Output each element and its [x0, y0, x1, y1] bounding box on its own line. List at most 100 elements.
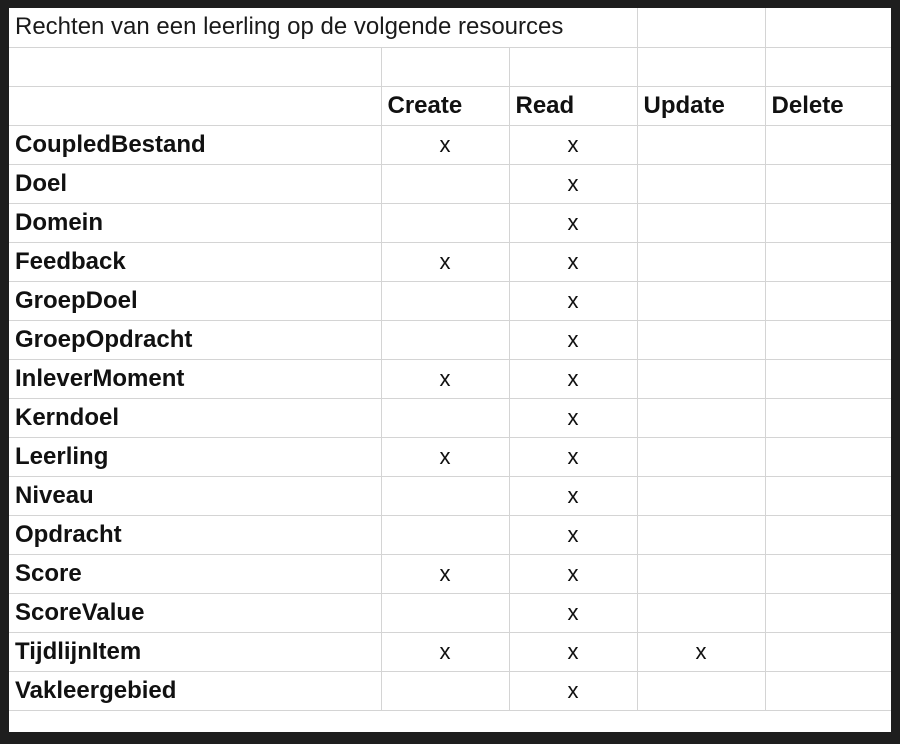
- permission-cell-update[interactable]: [637, 359, 766, 399]
- table-row: GroepOpdracht x: [9, 320, 891, 360]
- resource-name-cell[interactable]: ScoreValue: [9, 593, 382, 633]
- permission-cell-update[interactable]: [637, 203, 766, 243]
- resource-name-cell[interactable]: InleverMoment: [9, 359, 382, 399]
- permission-cell-read[interactable]: x: [509, 320, 638, 360]
- permission-cell-delete[interactable]: [765, 476, 891, 516]
- permission-cell-update[interactable]: [637, 515, 766, 555]
- permission-cell-update[interactable]: [637, 476, 766, 516]
- column-header-create[interactable]: Create: [381, 86, 510, 126]
- permission-cell-read[interactable]: x: [509, 671, 638, 711]
- permission-cell-create[interactable]: [381, 164, 510, 204]
- permission-cell-read[interactable]: x: [509, 125, 638, 165]
- permission-cell-create[interactable]: [381, 398, 510, 438]
- permission-cell-delete[interactable]: [765, 320, 891, 360]
- permission-cell-create[interactable]: [381, 593, 510, 633]
- permission-cell-read[interactable]: x: [509, 437, 638, 477]
- permission-cell-create[interactable]: x: [381, 125, 510, 165]
- permission-cell-create[interactable]: x: [381, 554, 510, 594]
- permission-cell-read[interactable]: x: [509, 242, 638, 282]
- permission-cell-delete[interactable]: [765, 593, 891, 633]
- permission-cell-read[interactable]: x: [509, 164, 638, 204]
- permission-cell-create[interactable]: [381, 320, 510, 360]
- resource-name-cell[interactable]: Feedback: [9, 242, 382, 282]
- column-header-read[interactable]: Read: [509, 86, 638, 126]
- permission-cell-delete[interactable]: [765, 398, 891, 438]
- permission-cell-update[interactable]: x: [637, 632, 766, 672]
- permission-cell-create[interactable]: [381, 281, 510, 321]
- permission-cell-create[interactable]: x: [381, 359, 510, 399]
- resource-name-cell[interactable]: Leerling: [9, 437, 382, 477]
- permission-cell-read[interactable]: x: [509, 593, 638, 633]
- permission-cell-delete[interactable]: [765, 359, 891, 399]
- permission-cell-delete[interactable]: [765, 632, 891, 672]
- permission-cell-create[interactable]: x: [381, 437, 510, 477]
- permissions-table: Rechten van een leerling op de volgende …: [9, 8, 891, 711]
- permission-cell-update[interactable]: [637, 398, 766, 438]
- permission-cell-read[interactable]: x: [509, 632, 638, 672]
- table-row: GroepDoel x: [9, 281, 891, 321]
- permission-cell-create[interactable]: [381, 476, 510, 516]
- empty-cell[interactable]: [509, 47, 638, 87]
- permission-cell-read[interactable]: x: [509, 554, 638, 594]
- permission-cell-update[interactable]: [637, 593, 766, 633]
- column-header-update[interactable]: Update: [637, 86, 766, 126]
- permission-cell-create[interactable]: x: [381, 632, 510, 672]
- permission-cell-read[interactable]: x: [509, 359, 638, 399]
- resource-name-cell[interactable]: Domein: [9, 203, 382, 243]
- resource-name-cell[interactable]: Kerndoel: [9, 398, 382, 438]
- column-header-delete[interactable]: Delete: [765, 86, 891, 126]
- resource-name-cell[interactable]: CoupledBestand: [9, 125, 382, 165]
- permission-cell-update[interactable]: [637, 320, 766, 360]
- resource-name-cell[interactable]: GroepOpdracht: [9, 320, 382, 360]
- permission-cell-delete[interactable]: [765, 242, 891, 282]
- permission-cell-read[interactable]: x: [509, 281, 638, 321]
- empty-cell[interactable]: [765, 8, 891, 48]
- permission-cell-update[interactable]: [637, 242, 766, 282]
- empty-cell[interactable]: [765, 47, 891, 87]
- permission-cell-update[interactable]: [637, 125, 766, 165]
- empty-cell[interactable]: [637, 8, 766, 48]
- permission-cell-update[interactable]: [637, 281, 766, 321]
- permission-cell-delete[interactable]: [765, 437, 891, 477]
- table-row: Niveau x: [9, 476, 891, 516]
- permission-cell-create[interactable]: x: [381, 242, 510, 282]
- permission-cell-read[interactable]: x: [509, 398, 638, 438]
- permission-cell-delete[interactable]: [765, 164, 891, 204]
- permission-cell-delete[interactable]: [765, 281, 891, 321]
- permission-cell-create[interactable]: [381, 203, 510, 243]
- empty-cell[interactable]: [381, 47, 510, 87]
- permission-cell-update[interactable]: [637, 554, 766, 594]
- resource-name-cell[interactable]: Opdracht: [9, 515, 382, 555]
- resource-name-cell[interactable]: Niveau: [9, 476, 382, 516]
- empty-cell[interactable]: [637, 47, 766, 87]
- empty-cell[interactable]: [9, 47, 382, 87]
- table-row: Opdracht x: [9, 515, 891, 555]
- permission-cell-delete[interactable]: [765, 554, 891, 594]
- window-edge: [0, 732, 900, 744]
- resource-name-cell[interactable]: Score: [9, 554, 382, 594]
- permission-cell-create[interactable]: [381, 671, 510, 711]
- table-row: Doel x: [9, 164, 891, 204]
- permission-cell-read[interactable]: x: [509, 476, 638, 516]
- permission-cell-create[interactable]: [381, 515, 510, 555]
- permission-cell-delete[interactable]: [765, 515, 891, 555]
- permission-cell-delete[interactable]: [765, 671, 891, 711]
- resource-name-cell[interactable]: GroepDoel: [9, 281, 382, 321]
- resource-name-cell[interactable]: Doel: [9, 164, 382, 204]
- permission-cell-read[interactable]: x: [509, 515, 638, 555]
- header-row: Create Read Update Delete: [9, 86, 891, 126]
- table-row: Kerndoel x: [9, 398, 891, 438]
- permission-cell-update[interactable]: [637, 437, 766, 477]
- sheet-title[interactable]: Rechten van een leerling op de volgende …: [9, 8, 638, 48]
- permission-cell-update[interactable]: [637, 164, 766, 204]
- empty-cell[interactable]: [9, 86, 382, 126]
- permission-cell-delete[interactable]: [765, 125, 891, 165]
- permission-cell-read[interactable]: x: [509, 203, 638, 243]
- resource-name-cell[interactable]: TijdlijnItem: [9, 632, 382, 672]
- permission-cell-update[interactable]: [637, 671, 766, 711]
- permission-cell-delete[interactable]: [765, 203, 891, 243]
- resource-name-cell[interactable]: Vakleergebied: [9, 671, 382, 711]
